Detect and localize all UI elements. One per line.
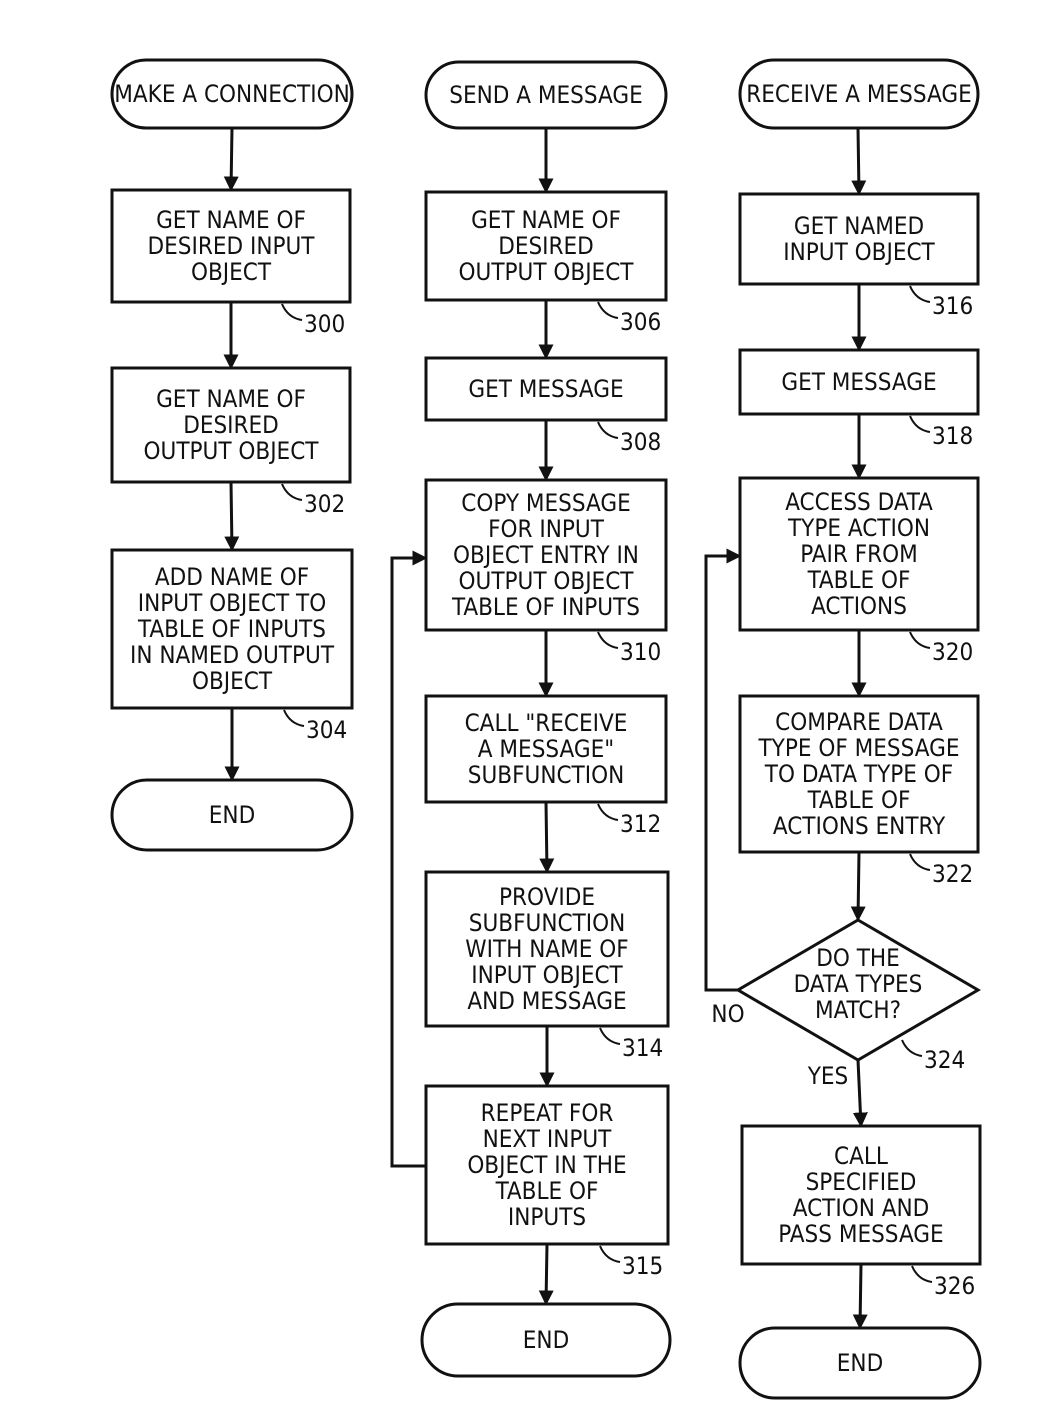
column-3-step-322-label: COMPARE DATATYPE OF MESSAGETO DATA TYPE … — [757, 708, 959, 840]
column-2-ref-314: 314 — [622, 1034, 663, 1062]
column-3-step-316-label: GET NAMEDINPUT OBJECT — [783, 212, 935, 266]
column-1-ref-304-leader — [284, 710, 304, 726]
column-2-ref-306: 306 — [620, 308, 661, 336]
column-3-arrow — [858, 128, 859, 194]
column-3-arrow — [858, 852, 859, 920]
column-2-ref-310-leader — [598, 632, 618, 648]
no-label: NO — [711, 1000, 744, 1028]
column-3-arrow — [858, 1060, 861, 1126]
column-2-step-308-label: GET MESSAGE — [468, 375, 623, 403]
column-2-step-312-label: CALL "RECEIVEA MESSAGE"SUBFUNCTION — [465, 709, 628, 789]
decision-ref-leader — [902, 1040, 922, 1056]
column-3-ref-326: 326 — [934, 1272, 975, 1300]
repeat-loop-back — [392, 558, 426, 1166]
column-2-start-terminal-label: SEND A MESSAGE — [449, 81, 642, 109]
column-2-ref-314-leader — [600, 1028, 620, 1044]
column-2-step-310-label: COPY MESSAGEFOR INPUTOBJECT ENTRY INOUTP… — [451, 489, 640, 621]
column-2-ref-308: 308 — [620, 428, 661, 456]
column-3-ref-320: 320 — [932, 638, 973, 666]
column-1-end-terminal-label: END — [209, 801, 255, 829]
column-2-end-terminal-label: END — [523, 1326, 569, 1354]
column-3-ref-322: 322 — [932, 860, 973, 888]
column-2-ref-312: 312 — [620, 810, 661, 838]
column-3-start-terminal-label: RECEIVE A MESSAGE — [746, 80, 971, 108]
column-2-ref-312-leader — [598, 804, 618, 820]
column-3-ref-316: 316 — [932, 292, 973, 320]
decision-ref: 324 — [924, 1046, 965, 1074]
column-3-ref-316-leader — [910, 286, 930, 302]
column-1-ref-304: 304 — [306, 716, 347, 744]
yes-label: YES — [807, 1062, 849, 1090]
column-1-arrow — [231, 482, 232, 550]
column-2-ref-315: 315 — [622, 1252, 663, 1280]
no-branch-loop — [706, 556, 740, 990]
column-1-ref-302-leader — [282, 484, 302, 500]
column-2-ref-308-leader — [598, 422, 618, 438]
column-3-ref-318: 318 — [932, 422, 973, 450]
column-2-ref-306-leader — [598, 302, 618, 318]
column-3-arrow — [860, 1264, 861, 1328]
column-1-ref-302: 302 — [304, 490, 345, 518]
column-1-arrow — [231, 128, 232, 190]
column-3-end-terminal-label: END — [837, 1349, 883, 1377]
column-3-ref-326-leader — [912, 1266, 932, 1282]
column-3-ref-318-leader — [910, 416, 930, 432]
column-3-ref-320-leader — [910, 632, 930, 648]
column-3-ref-322-leader — [910, 854, 930, 870]
column-2-arrow — [546, 1244, 547, 1304]
column-2-arrow — [546, 802, 547, 872]
column-2-ref-310: 310 — [620, 638, 661, 666]
column-3-step-318-label: GET MESSAGE — [781, 368, 936, 396]
column-1-ref-300-leader — [282, 304, 302, 320]
column-2-ref-315-leader — [600, 1246, 620, 1262]
column-1-start-terminal-label: MAKE A CONNECTION — [114, 80, 349, 108]
column-1-ref-300: 300 — [304, 310, 345, 338]
